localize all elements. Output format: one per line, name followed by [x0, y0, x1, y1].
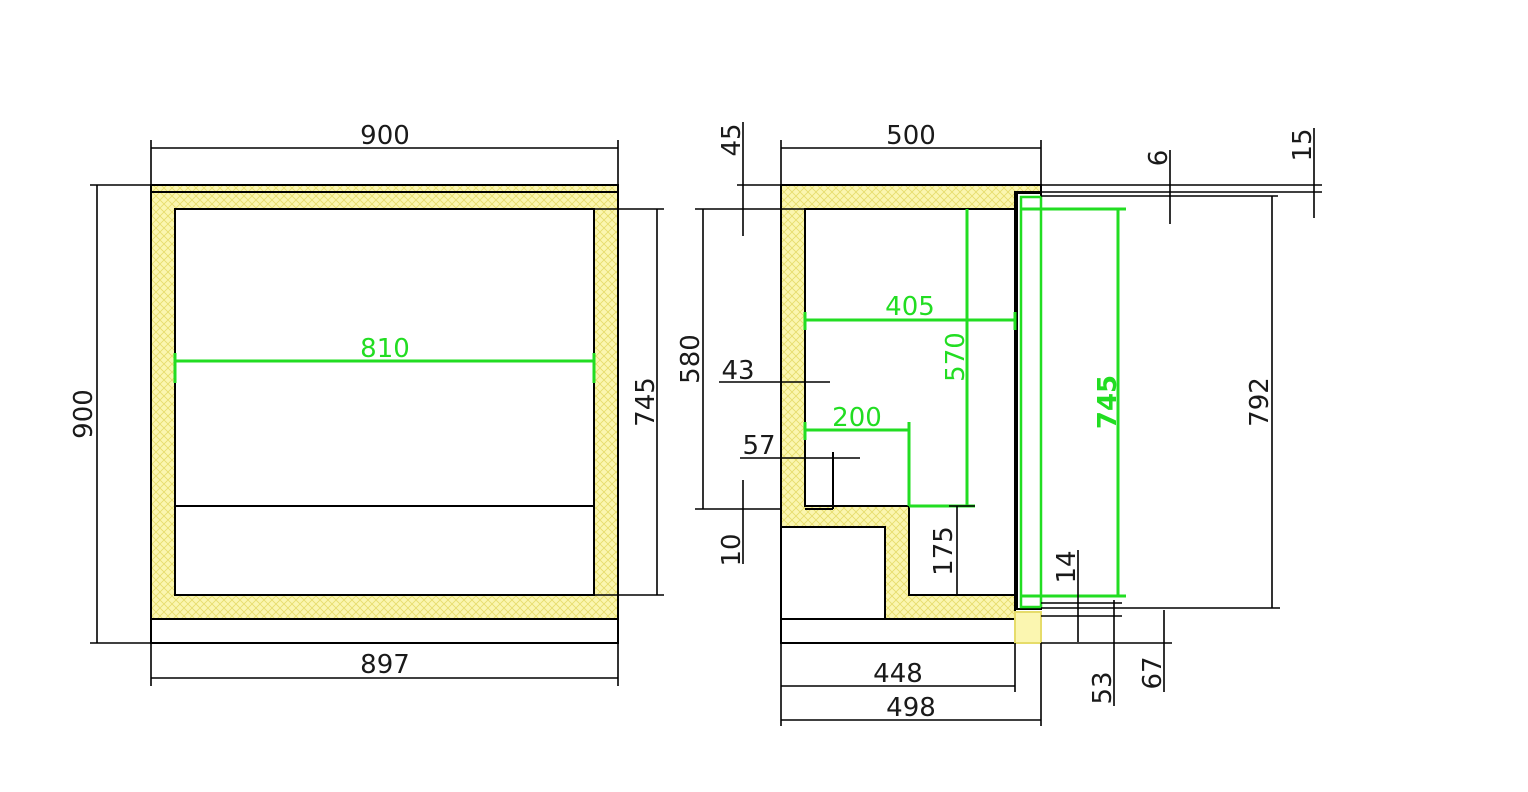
dim-side-step-10: 10 [717, 480, 747, 567]
dim-front-height: 900 [69, 184, 151, 644]
dim-label: 792 [1245, 377, 1275, 427]
dim-label: 15 [1288, 128, 1318, 161]
dim-side-step-57: 57 [740, 431, 860, 461]
front-base-plinth [150, 618, 619, 644]
dim-side-gap-15: 15 [1288, 128, 1318, 218]
dim-label: 500 [886, 121, 936, 151]
dim-side-gap-6: 6 [1144, 150, 1174, 224]
dim-label: 745 [1093, 375, 1123, 429]
dim-label: 745 [631, 377, 661, 427]
dim-label: 53 [1088, 671, 1118, 704]
dim-side-base-498: 498 [781, 643, 1042, 726]
dim-label: 900 [69, 389, 99, 439]
dim-side-overall-792: 792 [1041, 196, 1280, 609]
dim-label: 175 [929, 526, 959, 576]
dim-side-top-depth: 500 [780, 121, 1042, 185]
dim-side-height-580: 580 [676, 209, 781, 510]
dim-label: 67 [1138, 656, 1168, 689]
dim-side-base-448: 448 [780, 643, 1016, 726]
dim-side-gap-53: 53 [1041, 600, 1122, 706]
dim-label: 45 [717, 123, 747, 156]
dim-front-inner-width: 810 [173, 334, 596, 383]
dim-front-inner-height: 745 [594, 208, 664, 596]
side-base-plinth [780, 618, 1016, 644]
dim-label: 405 [885, 292, 935, 322]
front-insulation-frame [150, 184, 619, 620]
dim-side-inner-570: 570 [909, 209, 975, 508]
side-view: 500 45 580 43 57 10 [676, 121, 1322, 726]
dim-side-top-thickness: 45 [695, 122, 805, 236]
dim-label: 580 [676, 334, 706, 384]
dim-side-gap-67: 67 [1041, 610, 1172, 692]
dim-side-inner-405: 405 [803, 292, 1017, 330]
side-compressor-recess [780, 526, 886, 620]
dim-label: 448 [873, 659, 923, 689]
dim-side-step-175: 175 [929, 505, 975, 595]
dim-label: 897 [360, 650, 410, 680]
dim-label: 498 [886, 693, 936, 723]
dim-side-wall-43: 43 [719, 356, 830, 386]
side-door-highlight [1019, 195, 1043, 609]
dim-label: 6 [1144, 150, 1174, 167]
dim-front-bottom-width: 897 [150, 643, 619, 686]
dim-side-gap-14: 14 [1041, 550, 1122, 642]
dim-label: 57 [742, 431, 775, 461]
dim-label: 43 [721, 356, 754, 386]
dim-label: 14 [1052, 550, 1082, 583]
dim-label: 810 [360, 334, 410, 364]
dim-label: 10 [717, 533, 747, 566]
dim-side-shelf-200: 200 [803, 403, 911, 506]
dim-side-door-745: 745 [1021, 207, 1126, 598]
side-door-foot [1014, 611, 1042, 644]
front-view: 900 897 900 745 810 [69, 121, 664, 686]
dim-label: 570 [941, 332, 971, 382]
dim-front-top-width: 900 [150, 121, 619, 190]
dim-label: 900 [360, 121, 410, 151]
dim-label: 200 [832, 403, 882, 433]
